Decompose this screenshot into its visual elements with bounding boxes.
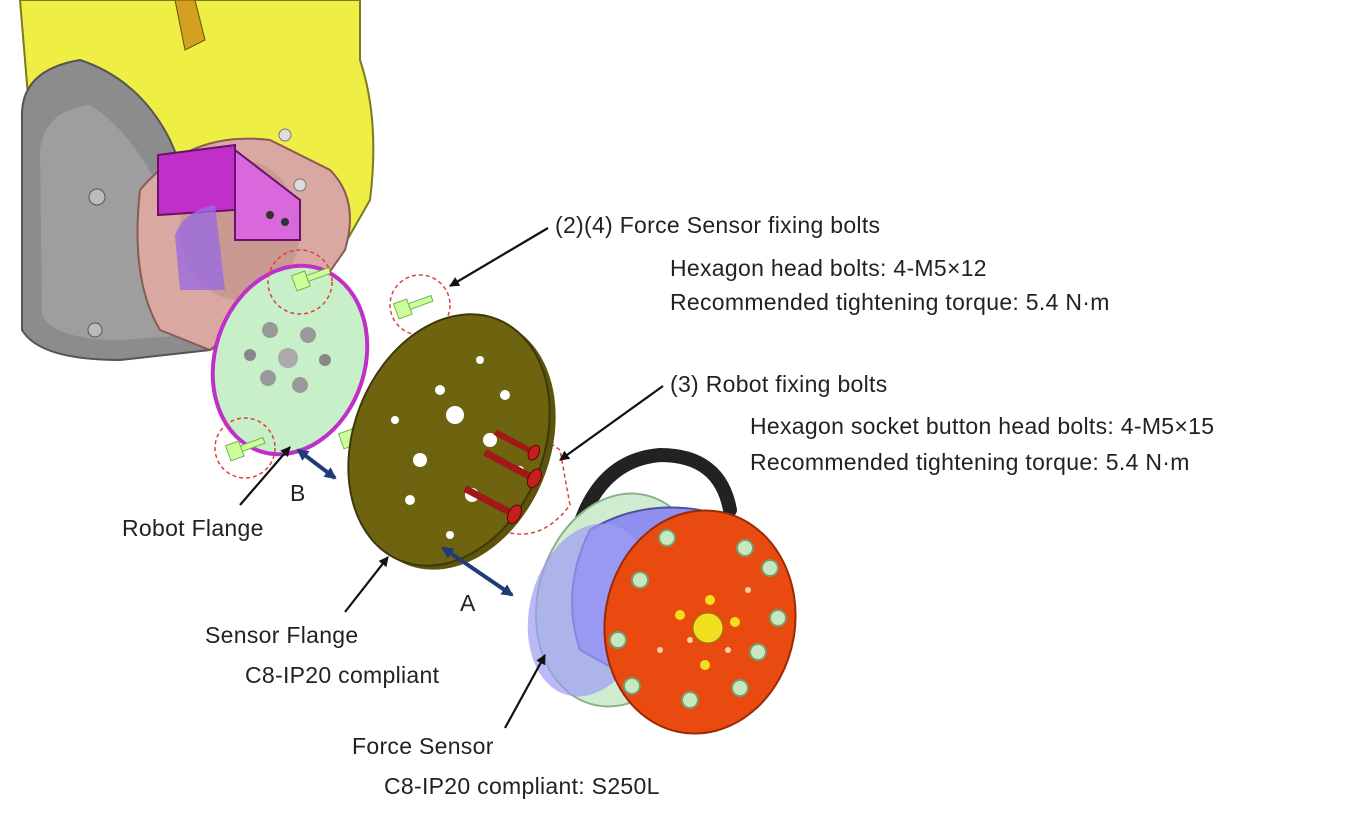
highlight-circles [214,249,571,535]
robot-fixing-bolts [463,429,543,525]
letter-a: A [460,590,476,616]
leader-force-bolts [449,227,549,287]
robot-arm [18,0,375,457]
arrow-a [441,546,514,597]
robot-bolts-torque: Recommended tightening torque: 5.4 N·m [750,449,1190,475]
assembly-direction-arrows [296,448,514,597]
leader-sensor-flange [344,556,389,613]
force-sensor-part [527,447,797,735]
force-bolts-spec: Hexagon head bolts: 4-M5×12 [670,255,987,281]
robot-flange-label: Robot Flange [122,515,264,541]
leader-force-sensor [504,654,546,729]
robot-bolts-title: (3) Robot fixing bolts [670,371,888,397]
leader-robot-bolts [559,385,664,461]
force-bolts-torque: Recommended tightening torque: 5.4 N·m [670,289,1110,315]
force-bolts-title: (2)(4) Force Sensor fixing bolts [555,212,881,238]
force-sensor-label: Force Sensor [352,733,494,759]
leader-arrows [239,227,664,729]
sensor-flange-label: Sensor Flange [205,622,359,648]
arrow-b [296,448,337,480]
robot-bolts-spec: Hexagon socket button head bolts: 4-M5×1… [750,413,1215,439]
leader-robot-flange [239,446,291,506]
letter-b: B [290,480,306,506]
force-sensor-sub: C8-IP20 compliant: S250L [384,773,660,799]
sensor-flange-sub: C8-IP20 compliant [245,662,440,688]
